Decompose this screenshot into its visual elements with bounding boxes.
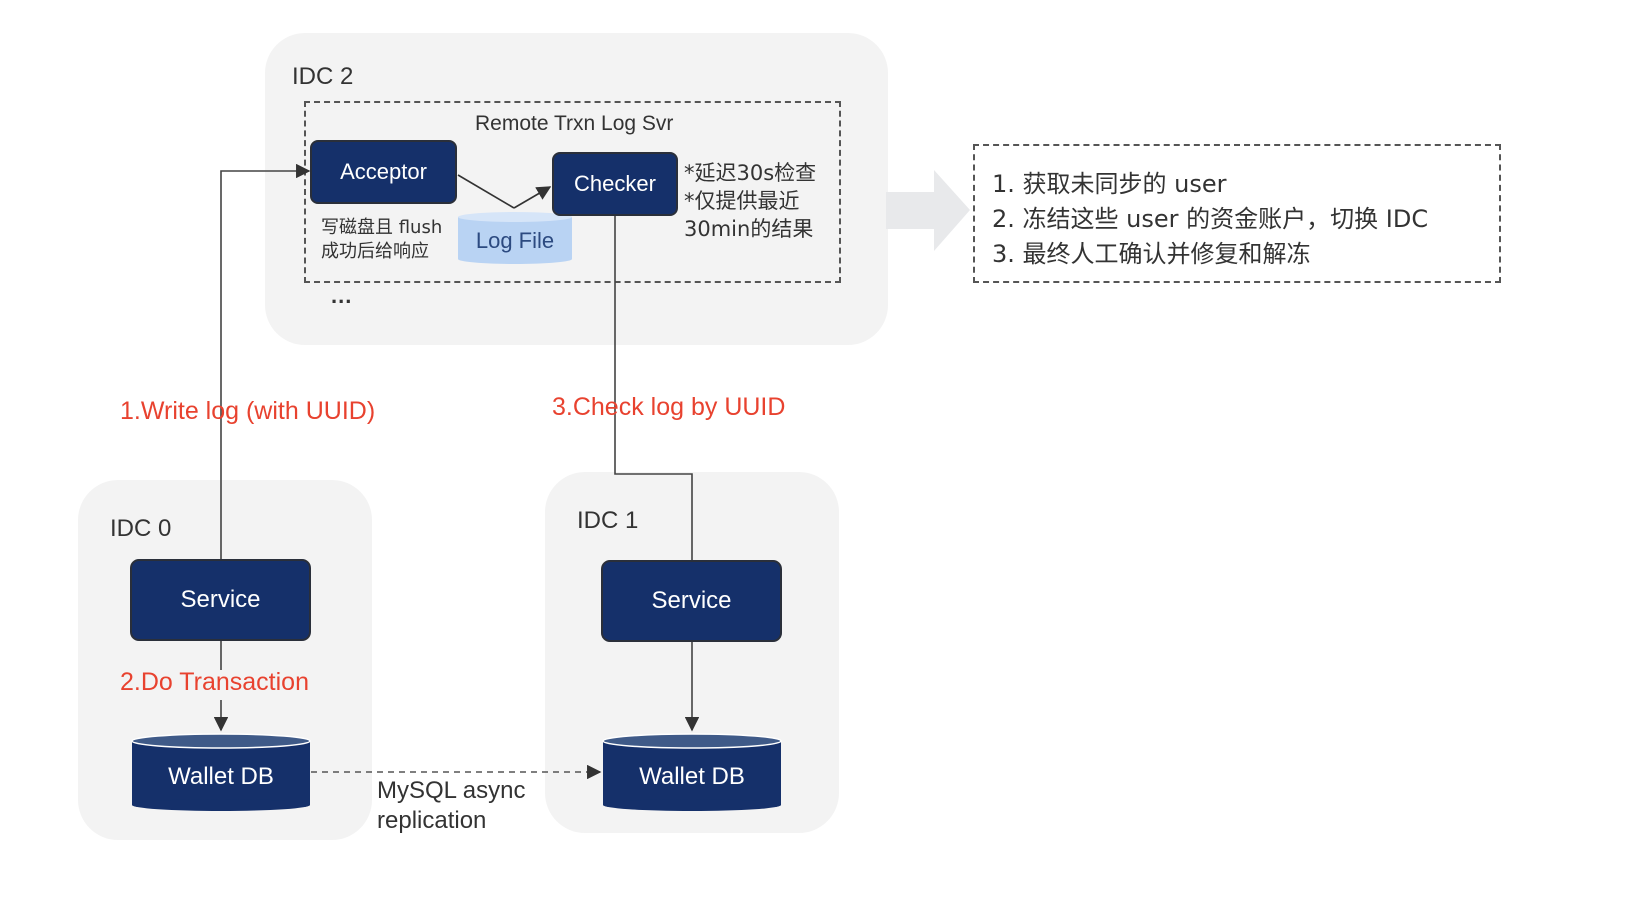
- check-log-label: 3.Check log by UUID: [552, 393, 786, 421]
- idc0-wallet-db-cylinder: [131, 733, 311, 811]
- idc1-wallet-db-cylinder: [602, 733, 782, 811]
- acceptor-note-line-1: 写磁盘且 flush: [321, 217, 443, 238]
- checker-note-line-2: *仅提供最近: [684, 189, 800, 213]
- idc1-label: IDC 1: [577, 507, 639, 534]
- acceptor-to-logfile-edge: [457, 174, 515, 209]
- checker-note-line-3: 30min的结果: [684, 217, 814, 241]
- checker-note-line-1: *延迟30s检查: [684, 161, 817, 185]
- big-arrow-shape: [886, 170, 970, 251]
- idc2-label: IDC 2: [292, 63, 354, 90]
- logfile-to-checker-edge: [513, 186, 552, 209]
- acceptor-node: Acceptor: [310, 140, 457, 204]
- checker-node: Checker: [552, 152, 678, 216]
- action-note-1: 1. 获取未同步的 user: [992, 170, 1227, 198]
- action-note-2: 2. 冻结这些 user 的资金账户，切换 IDC: [992, 205, 1429, 233]
- action-note-3: 3. 最终人工确认并修复和解冻: [992, 240, 1311, 268]
- write-log-label: 1.Write log (with UUID): [120, 397, 376, 425]
- do-transaction-label: 2.Do Transaction: [120, 668, 309, 696]
- more-servers-ellipsis: ...: [331, 283, 353, 308]
- replication-label-line-2: replication: [377, 807, 487, 834]
- idc0-label: IDC 0: [110, 515, 172, 542]
- check-log-edge: [614, 216, 693, 560]
- remote-trxn-log-svr-box: [304, 101, 841, 283]
- remote-trxn-log-svr-title: Remote Trxn Log Svr: [475, 112, 674, 135]
- idc0-service-node: Service: [130, 559, 311, 641]
- replication-label-line-1: MySQL async: [377, 777, 526, 804]
- acceptor-note-line-2: 成功后给响应: [321, 241, 429, 262]
- write-log-edge: [220, 163, 311, 559]
- log-file-label: Log File: [475, 228, 555, 253]
- idc1-service-node: Service: [601, 560, 782, 642]
- idc1-wallet-db-label: Wallet DB: [639, 763, 745, 790]
- log-file-cylinder: [458, 212, 572, 264]
- action-notes-box: [973, 144, 1501, 283]
- idc0-wallet-db-label: Wallet DB: [168, 763, 274, 790]
